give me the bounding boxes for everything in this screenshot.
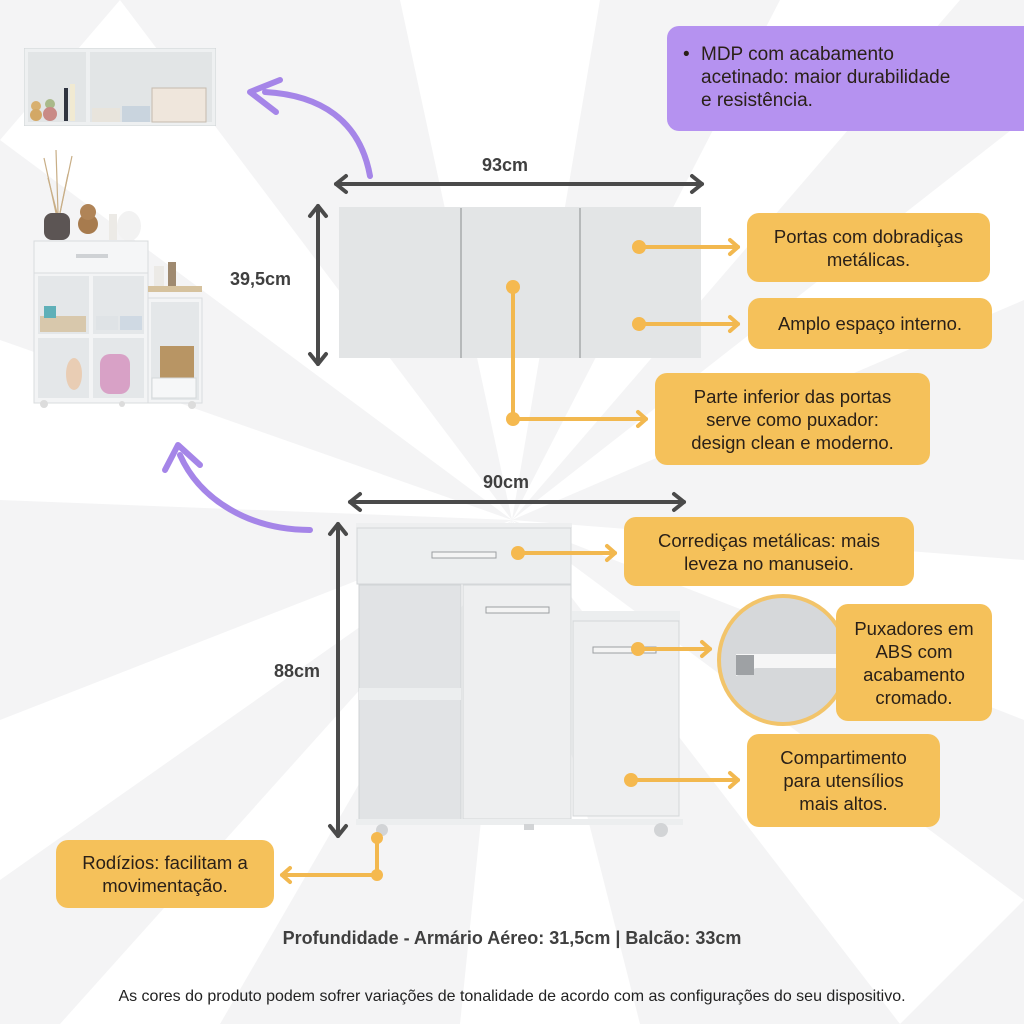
double-arrow-icon xyxy=(348,492,686,512)
wall-cabinet-photo xyxy=(24,48,216,126)
callout-line: serve como puxador: xyxy=(706,408,879,430)
callout-line: Compartimento xyxy=(780,747,907,768)
double-arrow-icon xyxy=(334,174,704,194)
callout-line: Portas com dobradiças xyxy=(773,225,964,247)
callout-line: ABS com xyxy=(875,640,953,662)
curved-arrow-head xyxy=(247,77,283,115)
base-height-label: 88cm xyxy=(274,661,321,681)
double-arrow-icon xyxy=(328,522,348,838)
connector-dot xyxy=(506,412,520,426)
feature-row: • MDP com acabamento acetinado: maior du… xyxy=(683,43,1024,112)
feature-line: MDP com acabamento xyxy=(701,44,894,65)
callout-interior-space: Amplo espaço interno. xyxy=(748,298,992,349)
callout-line: para utensílios xyxy=(783,770,904,791)
curved-arrow-head xyxy=(162,442,203,473)
side-top xyxy=(572,611,680,621)
callout-line: acabamento xyxy=(863,663,965,685)
wall-cabinet-body xyxy=(339,207,701,358)
feature-line: acetinado: maior durabilidade xyxy=(701,67,951,88)
caster xyxy=(654,823,668,837)
callout-line: mais altos. xyxy=(799,793,888,814)
connector-dot xyxy=(631,642,645,656)
feature-box: • MDP com acabamento acetinado: maior du… xyxy=(667,26,1024,131)
wall-height-label: 39,5cm xyxy=(230,269,292,289)
base-cabinet-photo xyxy=(30,148,210,410)
caster xyxy=(524,824,534,830)
cabinet-top xyxy=(356,523,572,528)
connector-dot xyxy=(506,280,520,294)
connector-dot xyxy=(371,869,383,881)
callout-line: cromado. xyxy=(875,686,953,708)
callout-line: Rodízios: facilitam a xyxy=(82,852,248,873)
callout-line: Corrediças metálicas: mais xyxy=(657,529,881,551)
bullet-icon: • xyxy=(683,44,690,65)
feature-line: e resistência. xyxy=(701,90,813,111)
connector-dot xyxy=(624,773,638,787)
connector-dot xyxy=(632,240,646,254)
callout-line: movimentação. xyxy=(102,875,228,896)
drawer-handle xyxy=(431,551,497,559)
connector-dot xyxy=(511,546,525,560)
base-width-label: 90cm xyxy=(483,472,530,492)
callout-line: Amplo espaço interno. xyxy=(777,313,963,334)
open-shelf xyxy=(358,584,462,821)
wall-width-label: 93cm xyxy=(482,155,529,175)
cabinet-base xyxy=(356,819,683,825)
handle-zoom-circle xyxy=(717,594,849,726)
color-disclaimer: As cores do produto podem sofrer variaçõ… xyxy=(118,988,906,1005)
door-handle xyxy=(485,606,550,614)
wall-cabinet-photo-drawing xyxy=(24,48,216,126)
callout-line: Parte inferior das portas xyxy=(693,385,892,407)
callout-line: leveza no manuseio. xyxy=(684,552,854,574)
tall-door xyxy=(462,584,572,820)
callout-line: metálicas. xyxy=(826,248,911,270)
curved-arrow-icon xyxy=(262,89,373,179)
depth-note: Profundidade - Armário Aéreo: 31,5cm | B… xyxy=(282,928,742,948)
double-arrow-icon xyxy=(308,204,328,366)
curved-arrow-icon xyxy=(177,452,313,533)
shelf-board xyxy=(359,688,461,700)
callout-line: Puxadores em xyxy=(854,617,974,639)
base-cabinet-photo-drawing xyxy=(33,149,203,409)
callout-line: design clean e moderno. xyxy=(691,431,894,453)
connector-dot xyxy=(371,832,383,844)
connector-dot xyxy=(632,317,646,331)
